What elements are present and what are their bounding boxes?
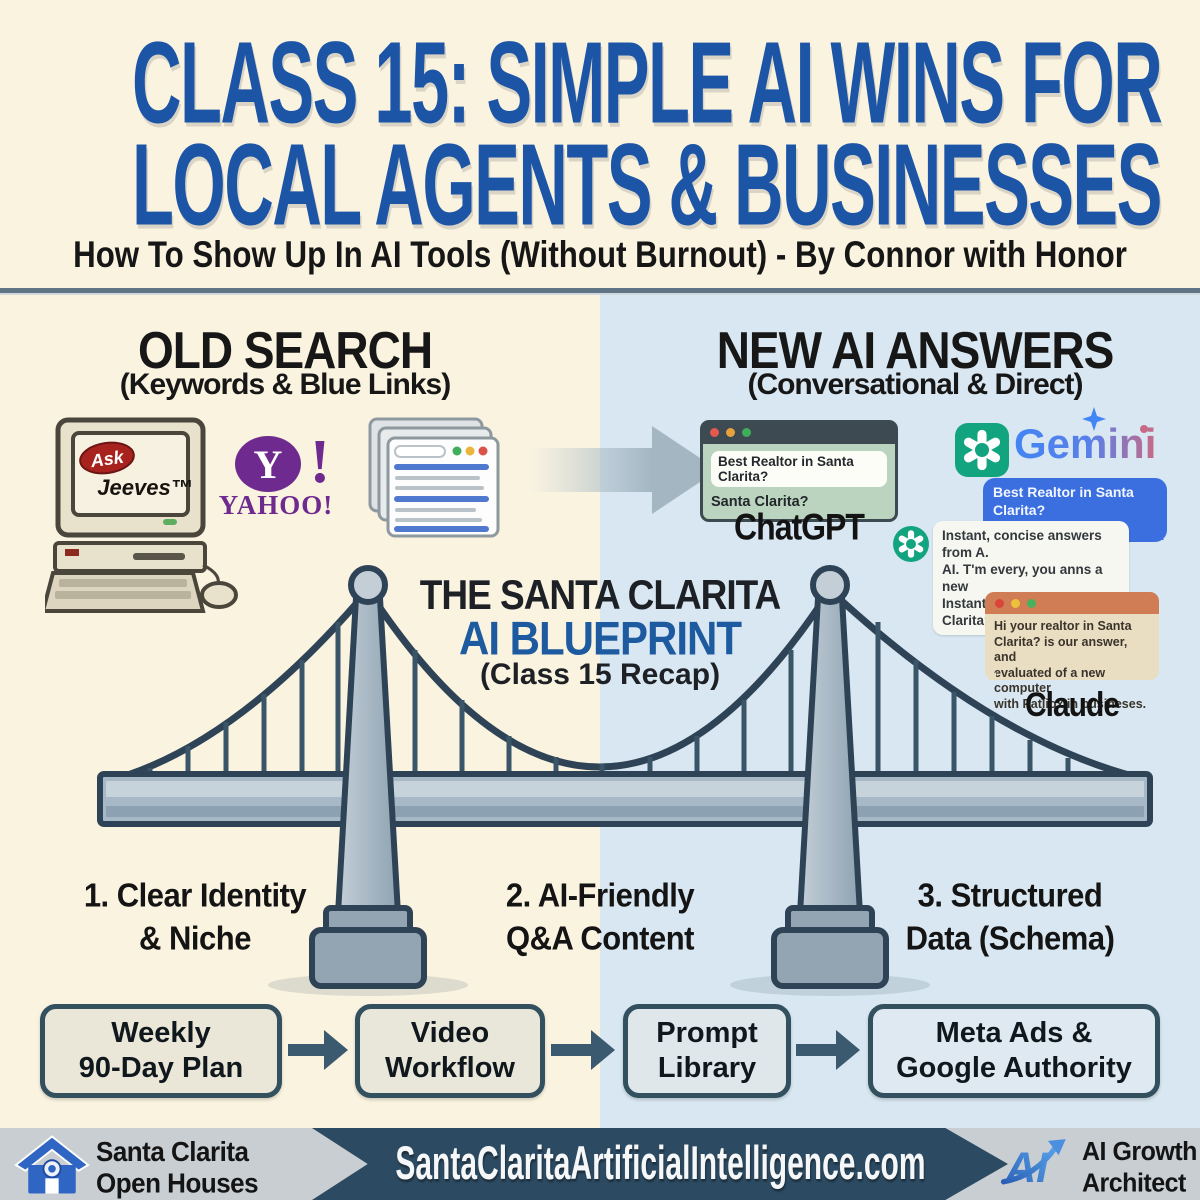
pillar-2-line1: 2. AI-Friendly [505,876,695,914]
bridge-towers [309,565,889,989]
blueprint-title-line1: THE SANTA CLARITA [419,572,782,618]
footer-right-line2: Architect [1082,1168,1186,1198]
flow-step-video-workflow: Video Workflow [355,1004,545,1098]
flow-step-1-line2: 90-Day Plan [78,1052,244,1084]
minimize-dot-icon [1011,599,1020,608]
page-title-line1: CLASS 15: SIMPLE AI WINS FOR [132,17,1163,148]
flow-step-3-line2: Library [657,1052,757,1084]
svg-text:AI: AI [1004,1144,1049,1192]
pillar-2: 2. AI-Friendly Q&A Content [440,874,760,960]
flow-arrow-icon [796,1030,860,1070]
claude-line2: Clarita? is our answer, and [994,634,1128,665]
svg-text:Y: Y [254,442,283,487]
openai-logo-icon [955,423,1009,477]
chatgpt-avatar-icon [893,526,929,562]
pillar-2-line2: Q&A Content [506,919,694,958]
svg-text:!: ! [310,428,331,496]
claude-label: Claude [1024,686,1120,724]
chatgpt-window-titlebar [700,420,898,444]
claude-line4: with Patliox in busineses. [994,696,1147,711]
pillar-1: 1. Clear Identity & Niche [35,874,355,960]
pillar-1-line1: 1. Clear Identity [83,876,307,914]
pillar-3-line2: Data (Schema) [905,919,1115,958]
flow-step-meta-google: Meta Ads & Google Authority [868,1004,1160,1098]
flow-step-3-line1: Prompt [656,1017,758,1049]
flow-step-prompt-library: Prompt Library [623,1004,791,1098]
footer-left-brand: Santa Clarita Open Houses [96,1136,259,1200]
header-divider [0,288,1200,295]
ai-reply-line1: Instant, concise answers from A. [942,528,1102,560]
svg-text:Jeeves™: Jeeves™ [97,475,192,500]
ask-jeeves-logo: Ask Jeeves™ [79,441,193,500]
retro-computer-icon: Ask Jeeves™ [45,417,238,613]
footer-right-line1: AI Growth [1082,1137,1197,1167]
gemini-sparkle-icon [1082,407,1148,433]
transition-arrow-icon [530,426,718,514]
footer-left-line1: Santa Clarita [96,1136,249,1168]
pillar-3: 3. Structured Data (Schema) [860,874,1160,960]
user-bubble-line1: Best Realtor in Santa Clarita? [993,484,1134,518]
claude-window-body: Hi your realtor in Santa Clarita? is our… [985,614,1159,711]
ai-reply-line2: AI. T'm every, you anns a new [942,562,1103,594]
pillar-3-line1: 3. Structured [917,876,1103,914]
flow-arrow-icon [288,1030,348,1070]
gemini-wordmark: Gemini [1014,420,1157,467]
flow-arrow-icon [551,1030,615,1070]
svg-text:YAHOO!: YAHOO! [219,490,334,520]
ai-growth-architect-logo: AI [1000,1139,1066,1192]
claude-window-titlebar [985,592,1159,614]
minimize-dot-icon [726,428,735,437]
footer-website-url: SantaClaritaArtificialIntelligence.com [394,1137,926,1190]
suspension-bridge-illustration [97,565,1153,996]
footer-banner-ribbon: SantaClaritaArtificialIntelligence.com [312,1128,1008,1200]
claude-line1: Hi your realtor in Santa [994,619,1132,633]
blueprint-title-line3: (Class 15 Recap) [479,658,721,691]
chatgpt-window-body: Best Realtor in Santa Clarita? Santa Cla… [700,444,898,522]
browser-stack-icon [368,417,500,538]
yahoo-logo: Y ! YAHOO! [219,428,334,520]
chatgpt-followup-text: Santa Clarita? [711,494,809,510]
bridge-cables [108,586,1152,784]
page-subtitle: How To Show Up In AI Tools (Without Burn… [73,234,1127,276]
flow-step-1-line1: Weekly [111,1017,211,1049]
close-dot-icon [710,428,719,437]
maximize-dot-icon [742,428,751,437]
blueprint-title-line2: AI BLUEPRINT [459,612,742,665]
chatgpt-window: Best Realtor in Santa Clarita? Santa Cla… [700,420,898,522]
flow-step-4-line2: Google Authority [896,1052,1132,1084]
old-search-subheading: (Keywords & Blue Links) [119,368,451,401]
new-ai-subheading: (Conversational & Direct) [747,368,1083,401]
claude-window: Hi your realtor in Santa Clarita? is our… [985,592,1159,711]
chatgpt-label: ChatGPT [734,506,865,548]
house-icon [14,1135,90,1194]
pillar-1-line2: & Niche [139,919,251,958]
close-dot-icon [995,599,1004,608]
flow-step-2-line2: Workflow [385,1052,515,1084]
flow-step-weekly-plan: Weekly 90-Day Plan [40,1004,282,1098]
flow-step-2-line1: Video [410,1017,490,1049]
maximize-dot-icon [1027,599,1036,608]
chatgpt-query-bubble: Best Realtor in Santa Clarita? [711,451,887,487]
flow-step-4-line1: Meta Ads & [935,1017,1093,1049]
svg-text:Ask: Ask [88,447,125,472]
footer-left-line2: Open Houses [96,1167,259,1200]
page-title-line2: LOCAL AGENTS & BUSINESSES [132,119,1162,250]
footer-right-brand: AI Growth Architect [1082,1136,1197,1199]
new-ai-heading: NEW AI ANSWERS [716,321,1115,380]
claude-line3: evaluated of a new computer [994,665,1106,696]
old-search-heading: OLD SEARCH [137,321,433,380]
bridge-deck [97,771,1153,827]
